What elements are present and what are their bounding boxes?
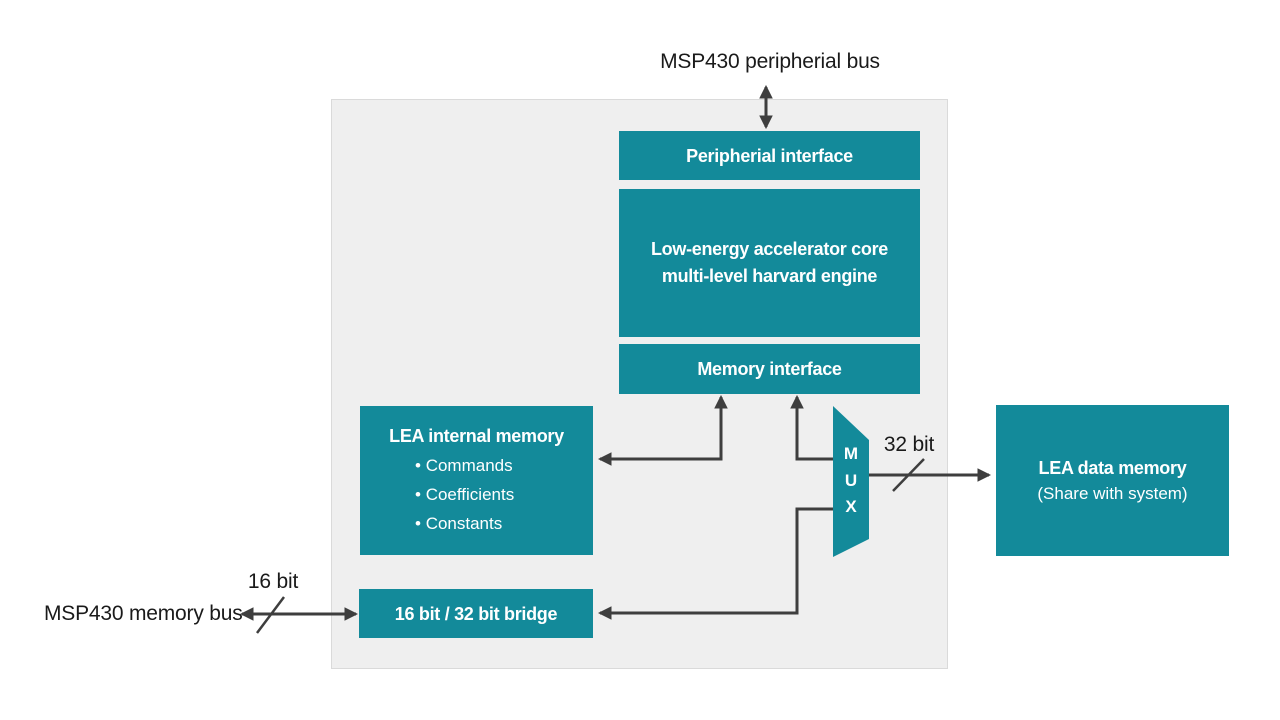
- bus-width-slash-32: [892, 458, 925, 492]
- mux-letter: U: [844, 470, 858, 490]
- data-memory-subtitle: (Share with system): [1037, 483, 1188, 503]
- mux-bridge-arrow: [597, 507, 833, 620]
- peripheral-bus-label: MSP430 peripherial bus: [660, 50, 880, 73]
- memory-interface-title: Memory interface: [697, 359, 842, 379]
- mux-letter: X: [845, 497, 857, 516]
- memory-interface-internal-memory-arrow: [597, 394, 728, 466]
- bus-width-16-label: 16 bit: [247, 570, 299, 593]
- peripheral-interface-title: Peripherial interface: [686, 145, 853, 166]
- bus-width-slash-16: [256, 596, 285, 634]
- data-memory-block: LEA data memory (Share with system): [996, 405, 1229, 556]
- data-memory-title: LEA data memory: [1038, 457, 1187, 478]
- mux-memory-interface-arrow: [790, 394, 833, 461]
- accelerator-core-block: Low-energy accelerator core multi-level …: [619, 189, 920, 337]
- internal-memory-list: Commands Coefficients Constants: [415, 451, 593, 538]
- internal-memory-item: Commands: [415, 451, 593, 480]
- peripheral-interface-block: Peripherial interface: [619, 131, 920, 180]
- internal-memory-title: LEA internal memory: [389, 426, 564, 446]
- bridge-block: 16 bit / 32 bit bridge: [359, 589, 593, 638]
- accelerator-core-title-line1: Low-energy accelerator core: [650, 239, 888, 259]
- internal-memory-item: Constants: [415, 509, 593, 538]
- bridge-title: 16 bit / 32 bit bridge: [394, 603, 558, 624]
- mux-letter: M: [843, 444, 859, 463]
- memory-bus-label: MSP430 memory bus: [44, 602, 243, 625]
- bus-width-32-label: 32 bit: [883, 433, 935, 456]
- internal-memory-block: LEA internal memory Commands Coefficient…: [360, 406, 593, 555]
- accelerator-core-title-line2: multi-level harvard engine: [661, 266, 878, 286]
- internal-memory-item: Coefficients: [415, 480, 593, 509]
- mux-shape: [833, 406, 869, 557]
- mux-label: M U X: [836, 441, 866, 521]
- memory-interface-block: Memory interface: [619, 344, 920, 394]
